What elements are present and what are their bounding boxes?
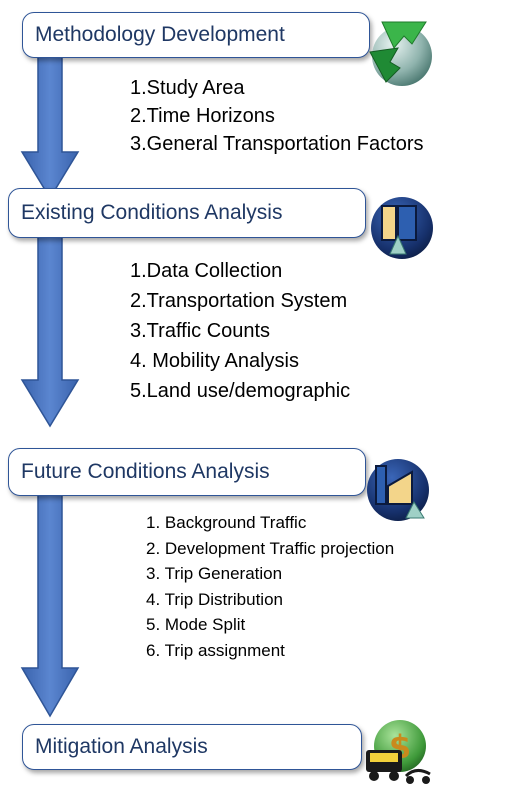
green-arrows-icon (369, 21, 432, 86)
stage-2-items: 1.Data Collection 2.Transportation Syste… (130, 256, 350, 406)
stage-existing-conditions: Existing Conditions Analysis (8, 188, 366, 238)
list-item: 3. Trip Generation (146, 564, 283, 583)
stage-future-conditions: Future Conditions Analysis (8, 448, 366, 496)
list-item: 5.Land use/demographic (130, 380, 351, 402)
list-item: 3.General Transportation Factors (130, 133, 424, 155)
list-item: 4. Mobility Analysis (130, 350, 299, 372)
transit-money-icon: $ (366, 720, 431, 784)
stage-3-items: 1. Background Traffic 2. Development Tra… (146, 510, 394, 663)
list-item: 4. Trip Distribution (146, 589, 283, 609)
list-item: 1.Data Collection (130, 260, 283, 282)
stage-title: Mitigation Analysis (35, 735, 208, 758)
stage-title: Future Conditions Analysis (21, 460, 270, 483)
stage-mitigation-analysis: Mitigation Analysis (22, 724, 362, 770)
list-item: 2.Transportation System (130, 290, 348, 312)
list-item: 3.Traffic Counts (130, 320, 271, 342)
list-item: 1. Background Traffic (146, 513, 307, 532)
stage-title: Methodology Development (35, 23, 285, 46)
flow-arrow-1 (20, 40, 80, 200)
list-item: 6. Trip assignment (146, 640, 285, 660)
blue-building-icon (371, 197, 433, 259)
stage-title: Existing Conditions Analysis (21, 201, 283, 224)
future-building-icon (367, 459, 429, 521)
flow-arrow-2 (20, 228, 80, 428)
list-item: 1.Study Area (130, 77, 245, 99)
stage-methodology-development: Methodology Development (22, 12, 370, 58)
list-item: 2.Time Horizons (130, 105, 275, 127)
stage-1-items: 1.Study Area 2.Time Horizons 3.General T… (130, 74, 423, 158)
flow-arrow-3 (20, 488, 80, 718)
list-item: 2. Development Traffic projection (146, 538, 395, 558)
list-item: 5. Mode Split (146, 615, 246, 634)
